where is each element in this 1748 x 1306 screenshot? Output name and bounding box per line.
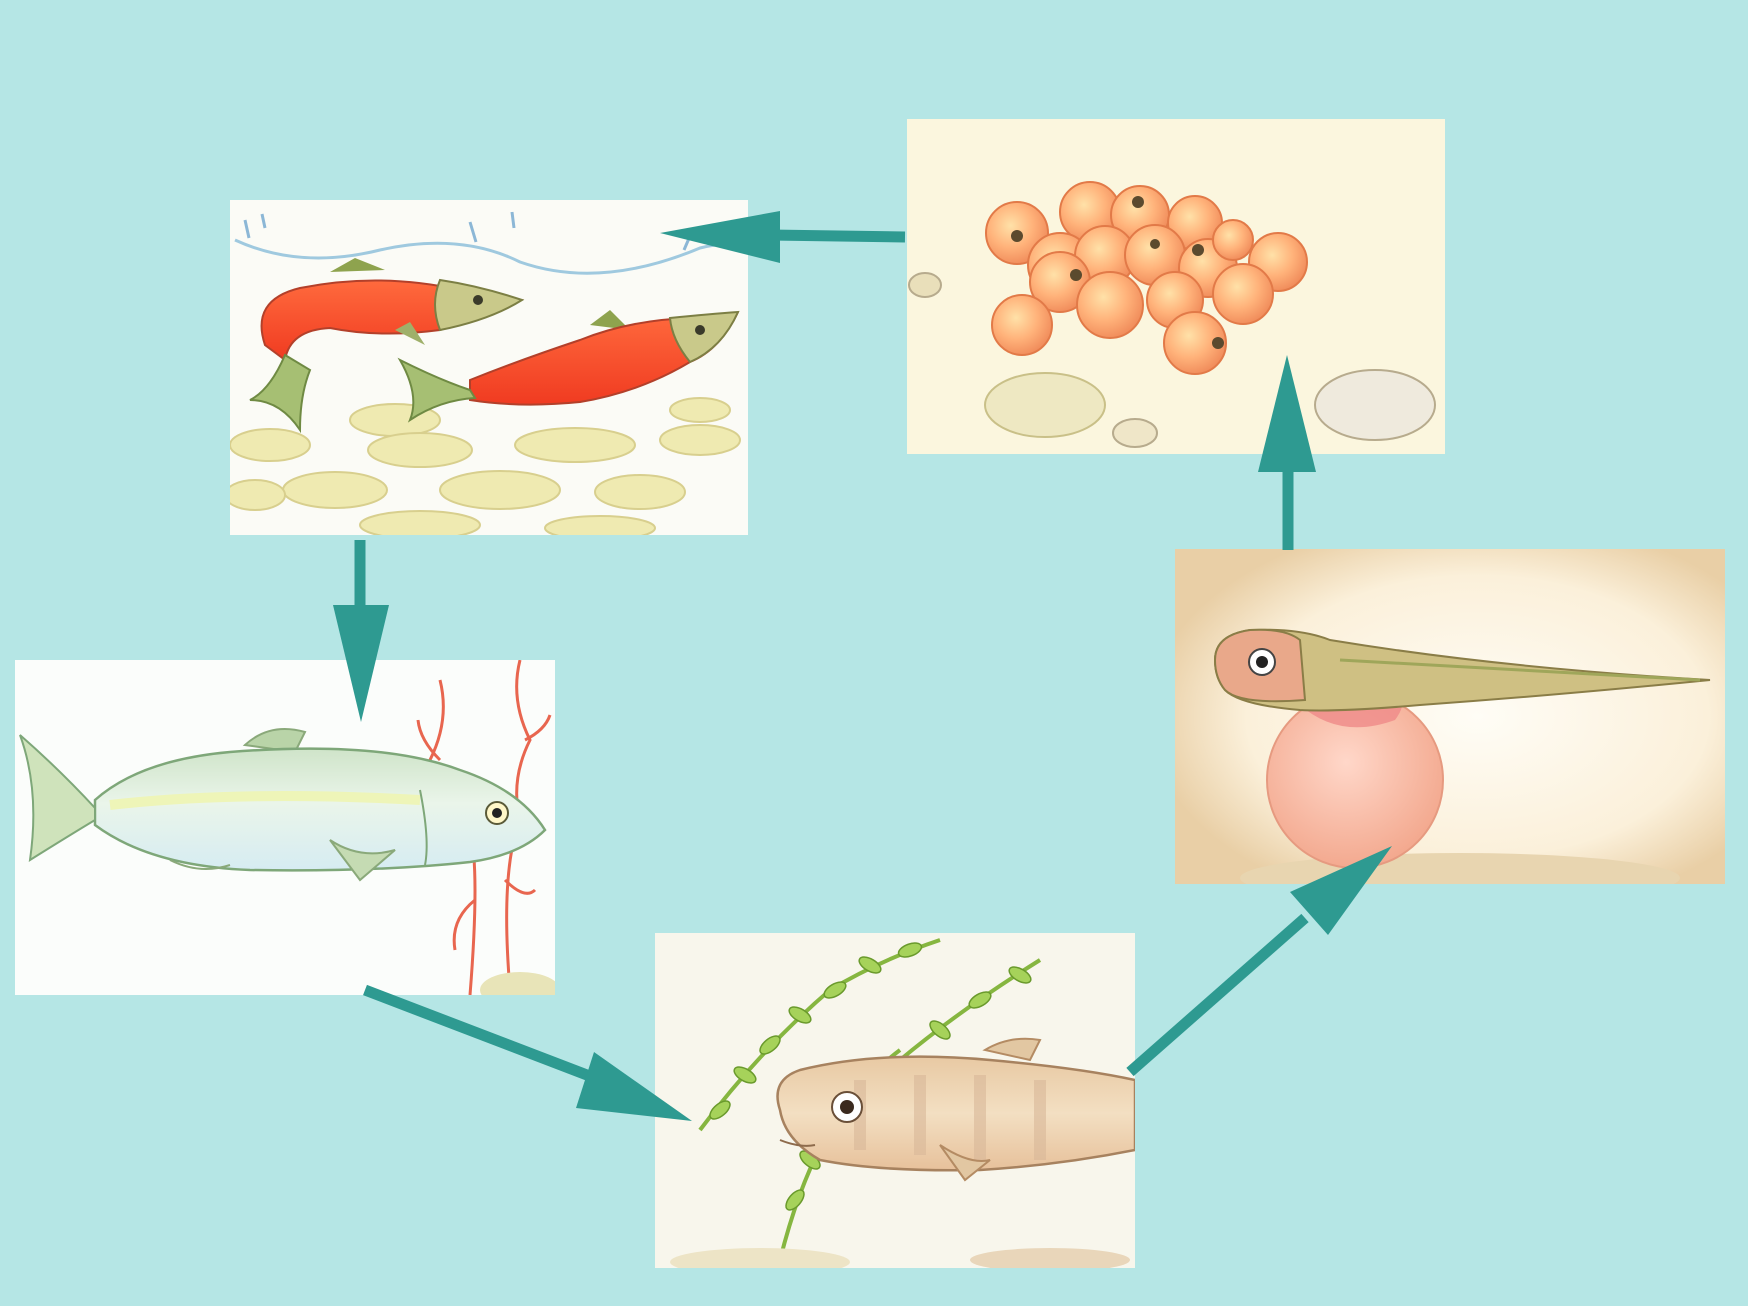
panel-alevin <box>1175 549 1725 903</box>
panel-eggs <box>907 119 1445 454</box>
panel-adult <box>15 660 560 1008</box>
panel-fry <box>655 933 1135 1276</box>
panel-adults-spawning <box>225 200 748 540</box>
